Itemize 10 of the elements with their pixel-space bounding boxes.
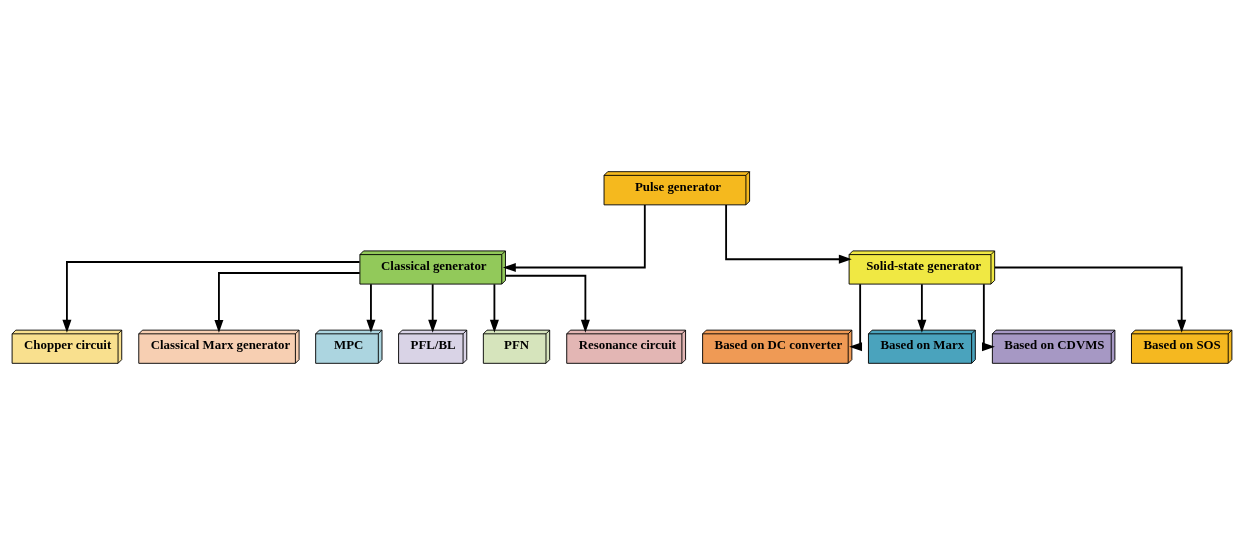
arrow bbox=[214, 271, 361, 333]
arrow bbox=[725, 203, 852, 264]
arrow bbox=[982, 282, 995, 351]
arrow bbox=[917, 282, 927, 333]
arrow bbox=[504, 274, 590, 333]
arrow bbox=[428, 282, 438, 333]
arrow bbox=[366, 282, 376, 333]
arrow bbox=[489, 282, 499, 333]
arrow bbox=[62, 260, 361, 333]
arrow bbox=[502, 203, 646, 272]
